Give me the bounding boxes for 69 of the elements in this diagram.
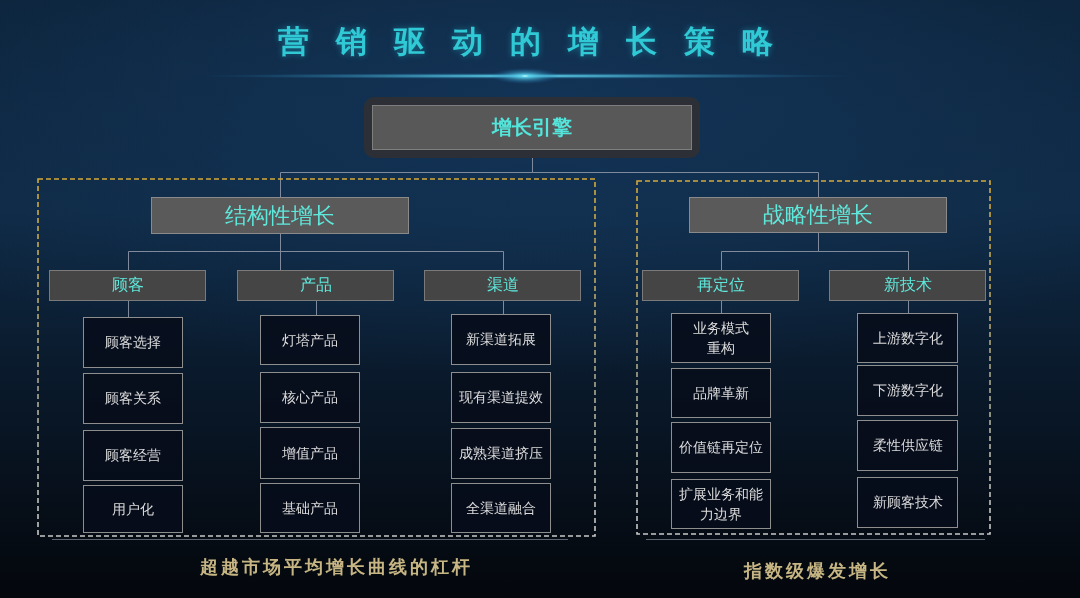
- label-text: 增值产品: [282, 443, 338, 463]
- label-text: 下游数字化: [872, 381, 943, 401]
- connector-line: [503, 300, 504, 315]
- connector-line: [280, 233, 504, 271]
- label-text: 全渠道融合: [466, 498, 536, 518]
- label-text: 再定位: [696, 275, 745, 296]
- category-bar: [642, 270, 799, 301]
- item-box: [260, 483, 360, 533]
- category-bar: [237, 270, 394, 301]
- item-box: [83, 317, 183, 368]
- label-text: 顾客经营: [105, 446, 161, 466]
- connector-line: [818, 232, 909, 271]
- item-box: [260, 372, 360, 423]
- frame-caption: 超越市场平均增长曲线的杠杆: [199, 555, 473, 579]
- label-text: 扩展业务和能力边界: [678, 484, 764, 524]
- label-text: 柔性供应链: [872, 436, 943, 456]
- label-text: 品牌革新: [693, 383, 749, 403]
- category-bar: [424, 270, 581, 301]
- connector-line: [316, 300, 317, 316]
- item-box: [857, 365, 958, 416]
- dashed-frame: [636, 180, 991, 535]
- connector-line: [128, 300, 129, 318]
- connector-line: [908, 300, 909, 314]
- label-text: 结构性增长: [225, 201, 335, 230]
- label-text: 上游数字化: [872, 328, 943, 348]
- label-text: 新技术: [883, 275, 932, 296]
- category-bar: [829, 270, 986, 301]
- label-text: 顾客: [111, 275, 144, 296]
- label-text: 新渠道拓展: [466, 330, 536, 350]
- label-text: 核心产品: [282, 388, 338, 408]
- label-text: 增长引擎: [372, 105, 692, 150]
- item-box: [83, 430, 183, 481]
- dashed-frame: [37, 178, 596, 537]
- item-box: [451, 483, 551, 533]
- connector-line: [532, 157, 819, 198]
- item-box: [671, 368, 771, 418]
- header-box: [151, 197, 409, 234]
- item-box: [83, 485, 183, 533]
- item-box: [451, 372, 551, 423]
- item-box: [671, 313, 771, 363]
- label-text: 成熟渠道挤压: [459, 444, 543, 464]
- label-text: 顾客选择: [105, 333, 161, 353]
- label-text: 顾客关系: [105, 389, 161, 409]
- item-box: [857, 313, 958, 363]
- category-bar: [49, 270, 206, 301]
- item-box: [671, 422, 771, 473]
- label-text: 业务模式重构: [692, 318, 750, 358]
- frame-caption: 指数级爆发增长: [743, 559, 891, 583]
- header-box: [689, 197, 947, 233]
- label-text: 灯塔产品: [282, 330, 338, 350]
- item-box: [260, 315, 360, 365]
- item-box: [451, 314, 551, 365]
- label-text: 价值链再定位: [679, 438, 763, 458]
- label-text: 用户化: [112, 499, 154, 519]
- label-text: 现有渠道提效: [459, 388, 543, 408]
- item-box: [83, 373, 183, 424]
- item-box: [451, 428, 551, 479]
- connector-line: [721, 300, 722, 314]
- item-box: [857, 420, 958, 471]
- label-text: 渠道: [486, 275, 519, 296]
- label-text: 战略性增长: [763, 201, 873, 229]
- label-text: 基础产品: [282, 498, 338, 518]
- engine-box: [364, 97, 700, 158]
- label-text: 产品: [299, 275, 332, 296]
- item-box: [857, 477, 958, 528]
- label-text: 新顾客技术: [872, 493, 943, 513]
- slide-title: 营销驱动的增长策略: [276, 22, 800, 61]
- item-box: [671, 479, 771, 529]
- item-box: [260, 427, 360, 479]
